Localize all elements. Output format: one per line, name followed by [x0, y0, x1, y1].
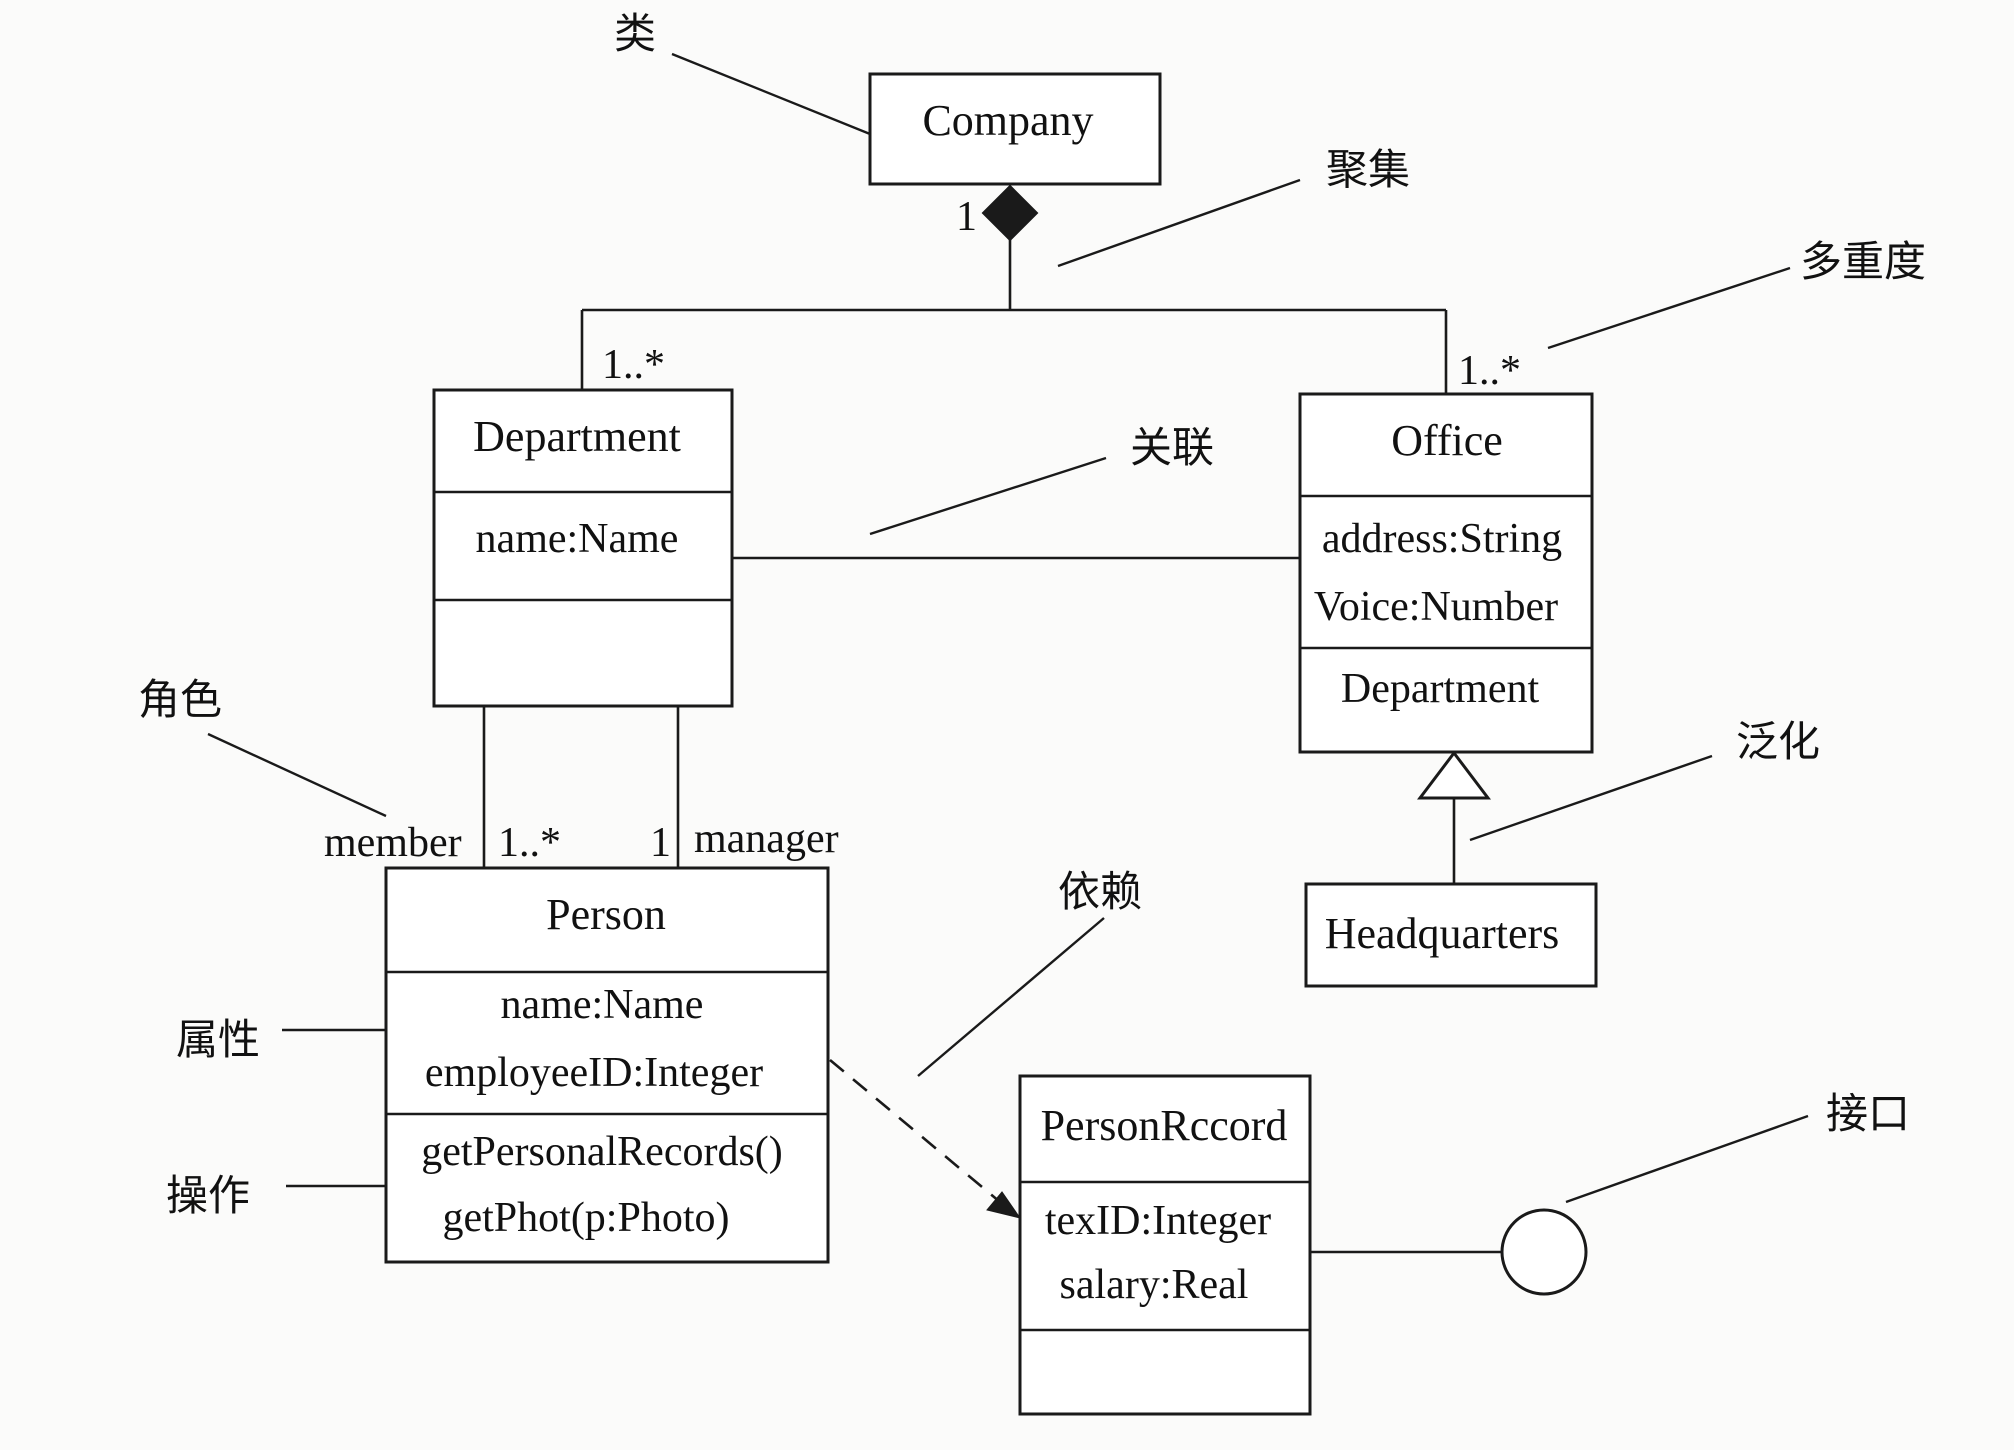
person-record-class-name: PersonRccord	[1041, 1101, 1288, 1150]
person-class-name: Person	[546, 890, 666, 939]
multiplicity-member: 1..*	[498, 820, 561, 866]
company-class-name: Company	[922, 96, 1093, 145]
multiplicity-department: 1..*	[602, 342, 665, 388]
headquarters-class: Headquarters	[1304, 882, 1598, 988]
annotation-operation: 操作	[166, 1171, 250, 1220]
annotation-multiplicity: 多重度	[1800, 237, 1926, 286]
office-class-name: Office	[1391, 416, 1503, 465]
office-attribute: address:String	[1322, 516, 1562, 562]
annotation-aggregation: 聚集	[1326, 145, 1410, 194]
office-operation: Department	[1341, 666, 1540, 712]
multiplicity-manager: 1	[650, 820, 671, 866]
department-class: Department name:Name	[432, 388, 734, 708]
office-attribute: Voice:Number	[1314, 584, 1558, 630]
person-attribute: employeeID:Integer	[425, 1050, 763, 1096]
person-attribute: name:Name	[501, 982, 704, 1028]
leader-generalization	[1469, 754, 1713, 842]
annotation-generalization: 泛化	[1736, 717, 1820, 766]
person-record-attribute: salary:Real	[1060, 1262, 1249, 1308]
office-class: Office address:String Voice:Number Depar…	[1298, 392, 1594, 754]
annotation-class: 类	[614, 9, 656, 58]
dependency-arrowhead-icon	[986, 1191, 1022, 1219]
annotation-attribute: 属性	[176, 1015, 260, 1064]
annotation-interface: 接口	[1826, 1089, 1910, 1138]
leader-aggregation	[1057, 178, 1301, 268]
department-attribute: name:Name	[476, 516, 679, 562]
person-class: Person name:Name employeeID:Integer getP…	[384, 866, 830, 1264]
company-class: Company	[868, 72, 1162, 186]
role-member: member	[324, 820, 462, 866]
person-operation: getPhot(p:Photo)	[442, 1195, 729, 1241]
multiplicity-company: 1	[956, 194, 977, 240]
person-operation: getPersonalRecords()	[421, 1129, 783, 1175]
headquarters-class-name: Headquarters	[1325, 909, 1560, 958]
annotation-dependency: 依赖	[1058, 867, 1142, 916]
role-manager: manager	[694, 816, 839, 862]
leader-dependency	[917, 917, 1105, 1077]
leader-role	[207, 732, 387, 818]
annotation-role: 角色	[138, 675, 222, 724]
leader-multiplicity	[1547, 266, 1791, 350]
department-class-name: Department	[473, 412, 681, 461]
leader-association	[869, 456, 1107, 536]
leader-interface	[1565, 1114, 1809, 1204]
person-record-class: PersonRccord texID:Integer salary:Real	[1018, 1074, 1312, 1416]
generalization-triangle-icon	[1416, 750, 1492, 800]
multiplicity-office: 1..*	[1458, 348, 1521, 394]
person-record-attribute: texID:Integer	[1045, 1198, 1271, 1244]
annotation-association: 关联	[1130, 423, 1214, 472]
dependency-line	[829, 1059, 1001, 1203]
aggregation-diamond-icon	[981, 184, 1039, 242]
leader-class	[671, 52, 871, 136]
interface-circle-icon	[1500, 1208, 1588, 1296]
